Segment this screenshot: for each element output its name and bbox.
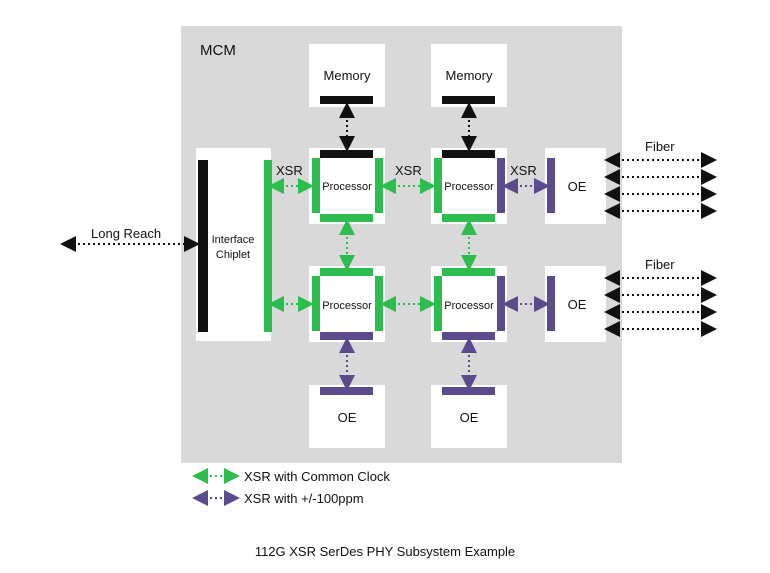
legend-common-clock: XSR with Common Clock [244, 469, 390, 484]
svg-text:OE: OE [568, 297, 587, 312]
processor-top-left: Processor [309, 148, 385, 224]
svg-text:OE: OE [338, 410, 357, 425]
long-reach-label: Long Reach [91, 226, 161, 241]
oe-bottom-left: OE [309, 385, 385, 448]
legend-ppm: XSR with +/-100ppm [244, 491, 364, 506]
svg-text:Processor: Processor [444, 181, 494, 193]
oe-right-bottom: OE [545, 266, 606, 342]
svg-text:Memory: Memory [324, 68, 371, 83]
xsr-label-3: XSR [510, 163, 537, 178]
fiber-label-top: Fiber [645, 139, 675, 154]
memory-block-1: Memory [309, 44, 385, 107]
interface-chiplet: Interface Chiplet [196, 148, 272, 341]
svg-text:Processor: Processor [322, 300, 372, 312]
processor-bottom-left: Processor [309, 266, 385, 342]
oe-right-top: OE [545, 148, 606, 224]
svg-text:Memory: Memory [446, 68, 493, 83]
mcm-label: MCM [200, 42, 236, 59]
oe-bottom-right: OE [431, 385, 507, 448]
svg-text:Interface: Interface [212, 234, 255, 246]
svg-text:Processor: Processor [444, 300, 494, 312]
figure-caption: 112G XSR SerDes PHY Subsystem Example [255, 544, 515, 559]
xsr-label-1: XSR [276, 163, 303, 178]
processor-bottom-right: Processor [431, 266, 507, 342]
svg-text:Processor: Processor [322, 181, 372, 193]
svg-text:Chiplet: Chiplet [216, 249, 250, 261]
processor-top-right: Processor [431, 148, 507, 224]
svg-text:OE: OE [568, 179, 587, 194]
xsr-label-2: XSR [395, 163, 422, 178]
memory-block-2: Memory [431, 44, 507, 107]
fiber-label-bottom: Fiber [645, 257, 675, 272]
svg-text:OE: OE [460, 410, 479, 425]
